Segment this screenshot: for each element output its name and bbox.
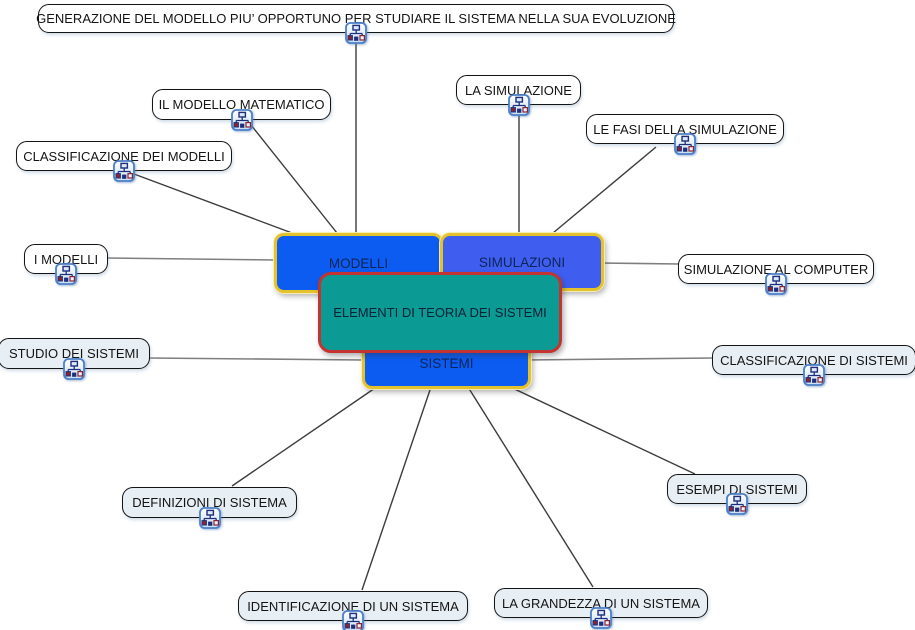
center-node-label: ELEMENTI DI TEORIA DEI SISTEMI (333, 305, 547, 320)
leaf-node-classificazione-di-sistemi[interactable]: CLASSIFICAZIONE DI SISTEMI (712, 345, 915, 375)
leaf-node-identificazione-di-un-sistema[interactable]: IDENTIFICAZIONE DI UN SISTEMA (238, 591, 468, 621)
sitemap-icon[interactable] (55, 263, 77, 285)
connector-line (361, 386, 432, 591)
connector-line (133, 173, 293, 234)
leaf-node-generazione-del-modello[interactable]: GENERAZIONE DEL MODELLO PIU’ OPPORTUNO P… (36, 4, 676, 33)
leaf-label: IL MODELLO MATEMATICO (158, 97, 325, 112)
leaf-node-il-modello-matematico[interactable]: IL MODELLO MATEMATICO (152, 89, 331, 120)
connector-line (597, 262, 681, 265)
connector-line (147, 357, 364, 361)
leaf-node-la-grandezza-di-un-sistema[interactable]: LA GRANDEZZA DI UN SISTEMA (494, 588, 708, 618)
leaf-node-esempi-di-sistemi[interactable]: ESEMPI DI SISTEMI (667, 474, 807, 504)
sitemap-icon[interactable] (342, 610, 364, 630)
topic-label: SISTEMI (419, 355, 474, 371)
connector-line (231, 385, 379, 487)
leaf-label: LE FASI DELLA SIMULAZIONE (593, 121, 777, 137)
sitemap-icon[interactable] (508, 94, 530, 116)
leaf-label: IDENTIFICAZIONE DI UN SISTEMA (247, 598, 459, 614)
leaf-label: LA GRANDEZZA DI UN SISTEMA (502, 595, 700, 611)
leaf-label: CLASSIFICAZIONE DEI MODELLI (23, 148, 225, 164)
leaf-label: DEFINIZIONI DI SISTEMA (132, 495, 287, 510)
sitemap-icon[interactable] (345, 22, 367, 44)
topic-label: SIMULAZIONI (478, 254, 566, 270)
leaf-label: GENERAZIONE DEL MODELLO PIU’ OPPORTUNO P… (36, 11, 676, 26)
topic-label: MODELLI (328, 255, 389, 271)
leaf-node-i-modelli[interactable]: I MODELLI (24, 244, 108, 274)
sitemap-icon[interactable] (590, 607, 612, 629)
sitemap-icon[interactable] (765, 273, 787, 295)
connector-line (467, 386, 594, 588)
leaf-label: SIMULAZIONE AL COMPUTER (683, 261, 869, 277)
leaf-label: LA SIMULAZIONE (465, 82, 572, 98)
leaf-node-classificazione-dei-modelli[interactable]: CLASSIFICAZIONE DEI MODELLI (16, 141, 232, 171)
sitemap-icon[interactable] (63, 358, 85, 380)
connector-line (250, 124, 338, 234)
leaf-label: I MODELLI (33, 251, 99, 267)
leaf-label: STUDIO DEI SISTEMI (8, 346, 139, 361)
leaf-label: CLASSIFICAZIONE DI SISTEMI (720, 352, 908, 368)
leaf-node-simulazione-al-computer[interactable]: SIMULAZIONE AL COMPUTER (678, 254, 874, 284)
sitemap-icon[interactable] (674, 133, 696, 155)
sitemap-icon[interactable] (803, 364, 825, 386)
leaf-node-la-simulazione[interactable]: LA SIMULAZIONE (456, 75, 581, 105)
center-node-elementi-di-teoria-dei-sistemi[interactable]: ELEMENTI DI TEORIA DEI SISTEMI (318, 272, 562, 353)
connector-line (105, 257, 277, 261)
leaf-node-definizioni-di-sistema[interactable]: DEFINIZIONI DI SISTEMA (122, 487, 297, 518)
sitemap-icon[interactable] (726, 493, 748, 515)
sitemap-icon[interactable] (113, 160, 135, 182)
leaf-node-studio-dei-sistemi[interactable]: STUDIO DEI SISTEMI (0, 338, 150, 369)
connector-line (552, 146, 657, 234)
connector-line (524, 357, 714, 361)
leaf-label: ESEMPI DI SISTEMI (676, 481, 798, 497)
leaf-node-le-fasi-della-simulazione[interactable]: LE FASI DELLA SIMULAZIONE (586, 114, 784, 144)
sitemap-icon[interactable] (231, 109, 253, 131)
connector-line (505, 384, 696, 475)
sitemap-icon[interactable] (199, 507, 221, 529)
